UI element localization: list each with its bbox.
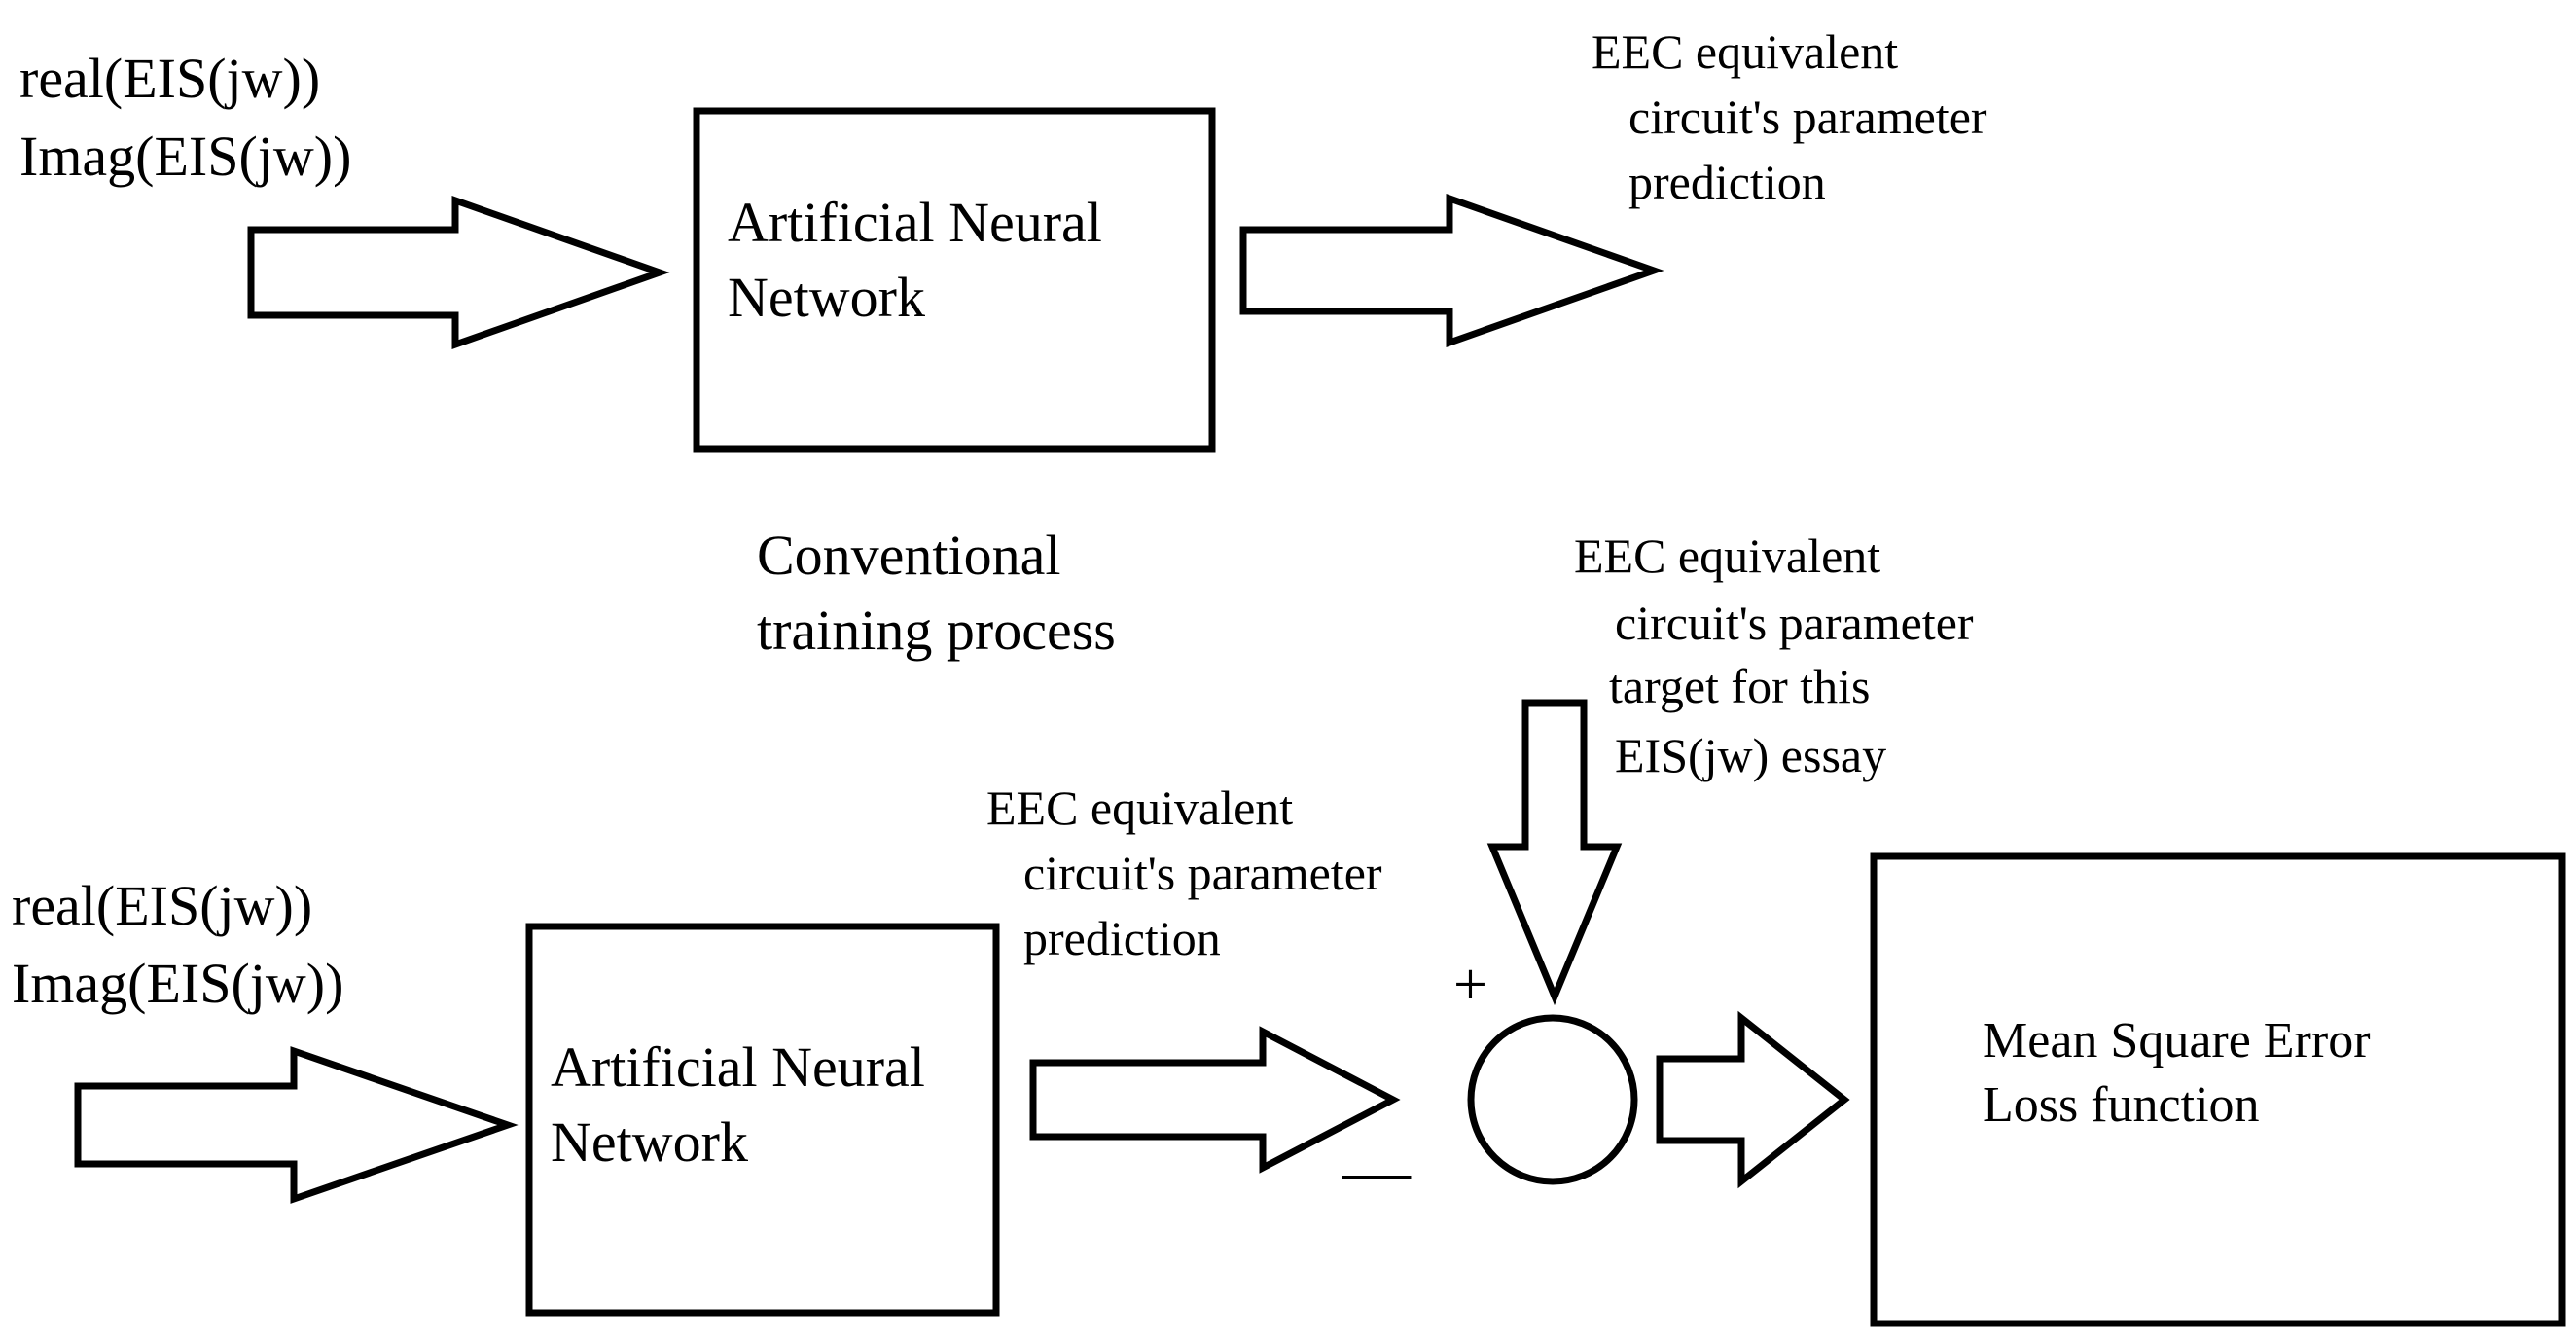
bottom-input-imag: Imag(EIS(jw)) [12, 952, 343, 1015]
top-input-label: real(EIS(jw)) Imag(EIS(jw)) [19, 47, 351, 188]
bottom-input-label: real(EIS(jw)) Imag(EIS(jw)) [12, 874, 343, 1015]
top-input-real: real(EIS(jw)) [19, 47, 320, 110]
top-diagram: real(EIS(jw)) Imag(EIS(jw)) Artificial N… [19, 24, 1999, 662]
top-ann-box [693, 107, 1216, 453]
top-prediction-line-3: prediction [1628, 155, 1826, 209]
top-ann-line-1: Artificial Neural [728, 191, 1102, 254]
bottom-input-arrow [74, 1046, 519, 1204]
loss-line-1: Mean Square Error [1983, 1013, 2371, 1069]
top-prediction-label: EEC equivalent circuit's parameter predi… [1592, 24, 1999, 209]
target-label: EEC equivalent circuit's parameter targe… [1574, 528, 1986, 782]
bottom-diagram: EEC equivalent circuit's parameter targe… [12, 528, 2566, 1327]
bottom-ann-line-2: Network [551, 1110, 748, 1174]
to-loss-arrow [1656, 1010, 1850, 1189]
caption-line-1: Conventional [757, 524, 1061, 587]
bottom-prediction-line-2: circuit's parameter [1023, 846, 1382, 900]
bottom-ann-label: Artificial Neural Network [551, 1035, 939, 1174]
top-output-arrow [1239, 194, 1664, 347]
plus-sign: + [1453, 952, 1487, 1018]
bottom-prediction-label: EEC equivalent circuit's parameter predi… [986, 780, 1394, 965]
target-line-2: circuit's parameter [1615, 596, 1974, 650]
target-line-1: EEC equivalent [1574, 528, 1880, 583]
bottom-prediction-line-3: prediction [1023, 911, 1221, 965]
loss-line-2: Loss function [1983, 1077, 2260, 1133]
top-prediction-line-2: circuit's parameter [1628, 90, 1987, 144]
bottom-ann-line-1: Artificial Neural [551, 1035, 925, 1099]
caption-label: Conventional training process [757, 524, 1116, 662]
loss-box [1870, 852, 2566, 1327]
bottom-ann-box [525, 923, 1000, 1317]
summing-junction [1467, 1014, 1638, 1185]
target-line-3: target for this [1609, 659, 1870, 713]
minus-sign: — [1342, 1134, 1412, 1209]
top-prediction-line-1: EEC equivalent [1592, 24, 1898, 79]
top-input-arrow [247, 196, 670, 349]
top-input-imag: Imag(EIS(jw)) [19, 125, 351, 188]
bottom-prediction-line-1: EEC equivalent [986, 780, 1293, 835]
bottom-prediction-arrow [1029, 1026, 1401, 1174]
top-ann-label: Artificial Neural Network [728, 191, 1116, 329]
caption-line-2: training process [757, 598, 1116, 662]
loss-label: Mean Square Error Loss function [1983, 1013, 2383, 1133]
bottom-input-real: real(EIS(jw)) [12, 874, 312, 937]
top-ann-line-2: Network [728, 266, 925, 329]
target-line-4: EIS(jw) essay [1615, 728, 1886, 782]
target-down-arrow [1486, 699, 1623, 1006]
